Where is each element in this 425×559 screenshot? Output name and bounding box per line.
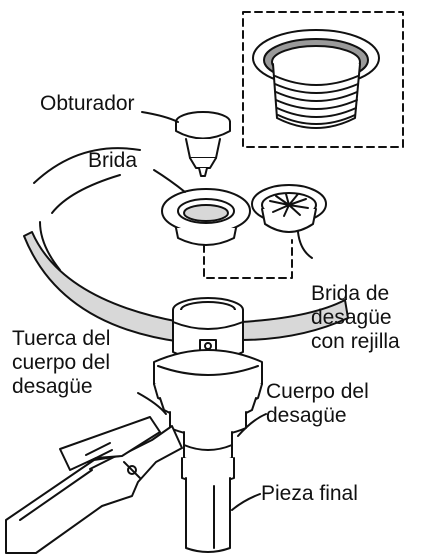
grid-flange: [251, 184, 327, 233]
label-brida-rejilla-line-3: con rejilla: [311, 330, 400, 353]
label-brida-rejilla-line-1: Brida de: [311, 282, 390, 305]
drain-body: [181, 431, 235, 553]
label-brida-rejilla: Brida de desagüe con rejilla: [311, 282, 400, 354]
drain-nut: [153, 349, 263, 437]
flange: [161, 188, 251, 246]
drain-upper-cylinder: [172, 297, 244, 361]
label-tuerca-line-2: cuerpo del: [12, 351, 111, 374]
leader-lines: [137, 111, 313, 511]
wrench: [5, 416, 183, 554]
label-tuerca-line-1: Tuerca del: [12, 327, 111, 350]
label-cuerpo-line-2: desagüe: [266, 404, 347, 427]
label-brida: Brida: [88, 149, 138, 172]
label-cuerpo: Cuerpo del desagüe: [266, 380, 369, 428]
stopper: [175, 111, 231, 177]
label-pieza-final: Pieza final: [261, 482, 358, 505]
label-cuerpo-line-1: Cuerpo del: [266, 380, 369, 403]
assembly-guides: [203, 239, 293, 279]
label-tuerca-line-3: desagüe: [12, 375, 93, 398]
label-obturador: Obturador: [40, 92, 135, 115]
sink-bowl: [33, 147, 141, 271]
label-tuerca: Tuerca del cuerpo del desagüe: [12, 327, 110, 399]
label-brida-rejilla-line-2: desagüe: [311, 306, 392, 329]
inset-detail: [242, 11, 404, 148]
inset-dashed-border: [242, 11, 404, 148]
